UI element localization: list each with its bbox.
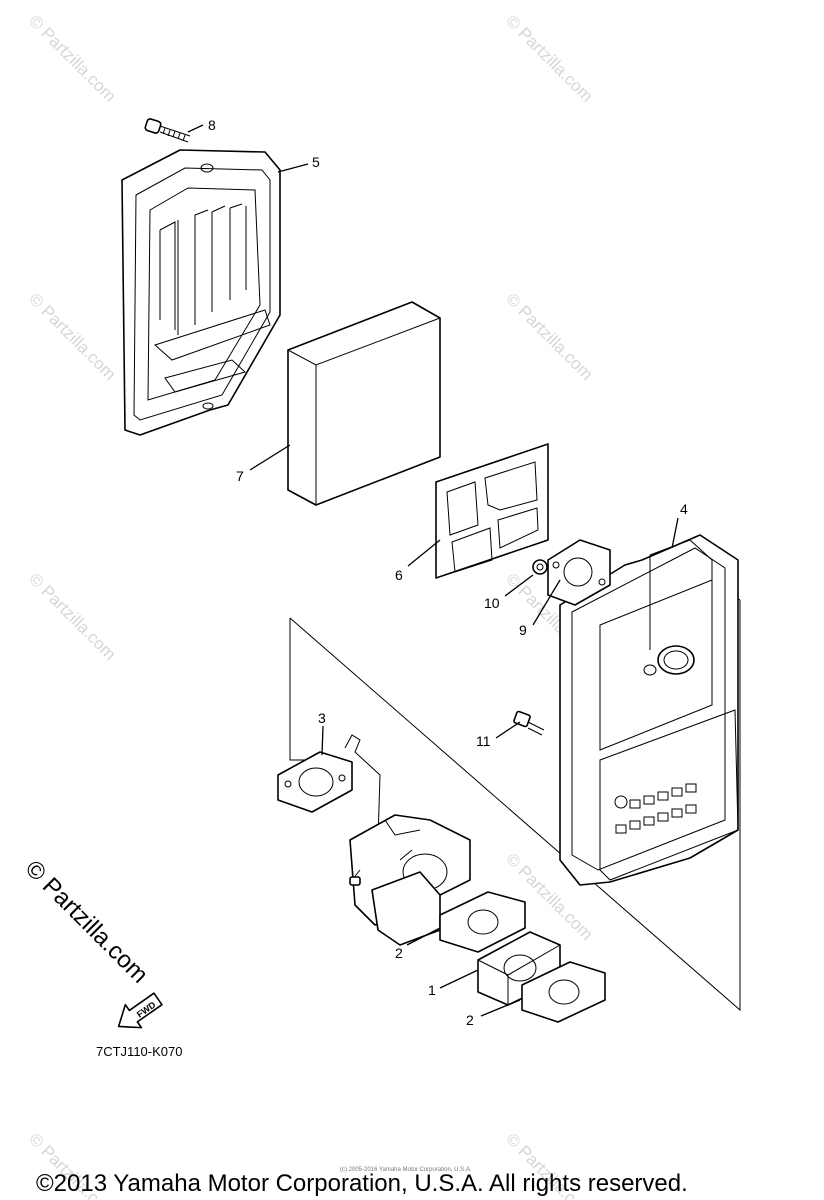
intake-gasket-lower <box>521 961 606 1023</box>
watermark: © Partzilla.com <box>25 11 119 105</box>
watermark: © Partzilla.com <box>502 289 596 383</box>
air-filter-element <box>287 301 441 506</box>
vent-slots <box>615 783 697 834</box>
screw <box>144 118 191 143</box>
callout-3: 3 <box>318 710 326 726</box>
watermark: © Partzilla.com <box>25 289 119 383</box>
leader-lines <box>187 124 679 1017</box>
carburetor-gasket <box>277 751 353 813</box>
watermark: © Partzilla.com <box>25 569 119 663</box>
air-cleaner-case <box>559 534 739 886</box>
callout-6: 6 <box>395 567 403 583</box>
callout-9: 9 <box>519 622 527 638</box>
small-copyright: (c) 2005-2016 Yamaha Motor Corporation, … <box>340 1167 472 1173</box>
watermark: © Partzilla.com <box>502 11 596 105</box>
fwd-arrow-icon: FWD <box>117 992 163 1029</box>
nut <box>532 559 548 575</box>
copyright-notice: ©2013 Yamaha Motor Corporation, U.S.A. A… <box>36 1170 688 1197</box>
carburetor <box>344 734 471 946</box>
callout-1: 1 <box>428 982 436 998</box>
intake-gasket-upper <box>439 891 526 953</box>
watermarks: © Partzilla.com © Partzilla.com © Partzi… <box>25 11 596 1200</box>
element-gasket <box>435 443 549 579</box>
callouts: 8 5 7 6 4 10 9 11 3 2 1 2 <box>208 117 688 1028</box>
callout-8: 8 <box>208 117 216 133</box>
air-cleaner-cover <box>121 149 281 436</box>
case-gasket <box>547 539 611 606</box>
callout-2: 2 <box>395 945 403 961</box>
callout-11: 11 <box>476 733 491 749</box>
partzilla-watermark: © Partzilla.com <box>20 855 153 988</box>
callout-7: 7 <box>236 468 244 484</box>
callout-5: 5 <box>312 154 320 170</box>
diagram-code: 7CTJ110-K070 <box>96 1044 182 1059</box>
callout-4: 4 <box>680 501 688 517</box>
callout-2: 2 <box>466 1012 474 1028</box>
callout-10: 10 <box>484 595 500 611</box>
